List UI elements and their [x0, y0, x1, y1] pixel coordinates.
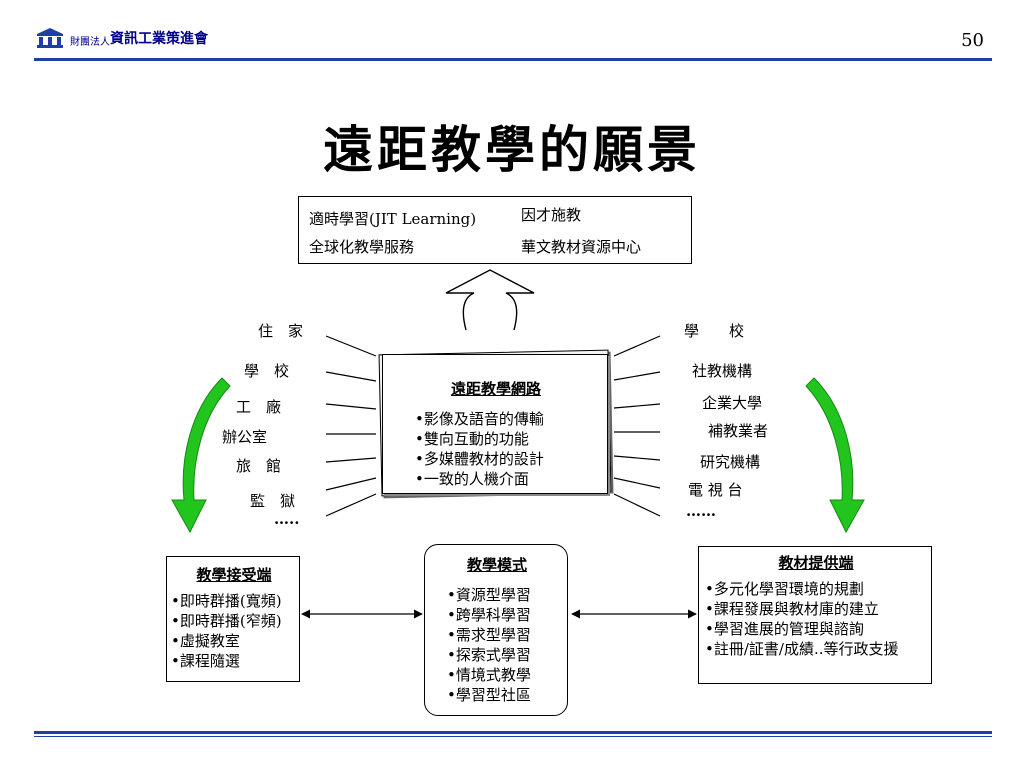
vision-item: 全球化教學服務: [309, 238, 415, 256]
page-number: 50: [961, 30, 984, 51]
place-label: 工 廠: [236, 398, 282, 416]
building-icon: [37, 28, 63, 48]
list-item: •註冊/証書/成績..等行政支援: [705, 640, 899, 658]
place-label: 學 校: [244, 362, 290, 380]
place-label: …..: [274, 510, 300, 528]
right-green-arrow-icon: [805, 377, 865, 534]
footer-rule: [34, 731, 992, 734]
place-label: 監 獄: [250, 492, 296, 510]
vision-box: 適時學習(JIT Learning) 因才施教 全球化教學服務 華文教材資源中心: [298, 196, 692, 264]
provider-label: 補教業者: [708, 422, 769, 440]
list-item: •學習型社區: [447, 686, 531, 704]
place-label: 旅 館: [236, 457, 282, 475]
receiver-box: 教學接受端 •即時群播(寬頻) •即時群播(窄頻) •虛擬教室 •課程隨選: [166, 556, 300, 682]
list-item: •探索式學習: [447, 646, 531, 664]
provider-label: 學 校: [684, 322, 745, 340]
provider-label: 研究機構: [700, 453, 761, 471]
list-item: •影像及語音的傳輸: [415, 410, 544, 428]
list-item: •雙向互動的功能: [415, 430, 529, 448]
list-item: •需求型學習: [447, 626, 531, 644]
place-label: 住 家: [258, 322, 304, 340]
provider-label: 企業大學: [702, 394, 763, 412]
network-box: 遠距教學網路 •影像及語音的傳輸 •雙向互動的功能 •多媒體教材的設計 •一致的…: [382, 354, 608, 494]
vision-item: 華文教材資源中心: [521, 238, 642, 256]
list-item: •情境式教學: [447, 666, 531, 684]
mode-items: •資源型學習 •跨學科學習 •需求型學習 •探索式學習 •情境式教學 •學習型社…: [447, 585, 531, 705]
list-item: •課程隨選: [171, 652, 240, 670]
list-item: •課程發展與教材庫的建立: [705, 600, 879, 618]
network-heading: 遠距教學網路: [450, 380, 541, 398]
footer-rule-thin: [34, 736, 992, 737]
list-item: •即時群播(寬頻): [171, 592, 282, 610]
list-item: •虛擬教室: [171, 632, 240, 650]
vision-item: 適時學習(JIT Learning): [309, 210, 477, 228]
org-prefix: 財團法人: [70, 37, 110, 48]
org-logo: 財團法人 資訊工業策進會: [36, 28, 208, 48]
up-arrow-icon: [445, 269, 535, 331]
provider-label: 社教機構: [692, 362, 753, 380]
provider-label: 電 視 台: [688, 481, 743, 499]
teaching-mode-box: 教學模式 •資源型學習 •跨學科學習 •需求型學習 •探索式學習 •情境式教學 …: [424, 544, 568, 716]
receiver-heading: 教學接受端: [196, 566, 272, 584]
left-rays: [325, 335, 377, 517]
mode-heading: 教學模式: [466, 556, 527, 574]
list-item: •資源型學習: [447, 586, 531, 604]
network-box-stack: 遠距教學網路 •影像及語音的傳輸 •雙向互動的功能 •多媒體教材的設計 •一致的…: [378, 349, 612, 498]
header-rule: [34, 58, 992, 61]
right-rays: [613, 335, 661, 517]
provider-box: 教材提供端 •多元化學習環境的規劃 •課程發展與教材庫的建立 •學習進展的管理與…: [698, 546, 932, 684]
list-item: •多元化學習環境的規劃: [705, 580, 864, 598]
left-green-arrow-icon: [171, 377, 231, 534]
list-item: •學習進展的管理與諮詢: [705, 620, 864, 638]
page-title: 遠距教學的願景: [323, 120, 701, 179]
list-item: •即時群播(窄頻): [171, 612, 282, 630]
provider-heading: 教材提供端: [778, 554, 854, 572]
org-name: 資訊工業策進會: [110, 31, 208, 47]
list-item: •跨學科學習: [447, 606, 531, 624]
receiver-items: •即時群播(寬頻) •即時群播(窄頻) •虛擬教室 •課程隨選: [171, 591, 282, 671]
list-item: •一致的人機介面: [415, 470, 529, 488]
provider-items: •多元化學習環境的規劃 •課程發展與教材庫的建立 •學習進展的管理與諮詢 •註冊…: [705, 579, 899, 659]
place-label: 辦公室: [222, 428, 268, 446]
list-item: •多媒體教材的設計: [415, 450, 544, 468]
vision-item: 因才施教: [521, 206, 582, 224]
network-features: •影像及語音的傳輸 •雙向互動的功能 •多媒體教材的設計 •一致的人機介面: [415, 409, 544, 489]
provider-label: ……: [686, 502, 716, 520]
